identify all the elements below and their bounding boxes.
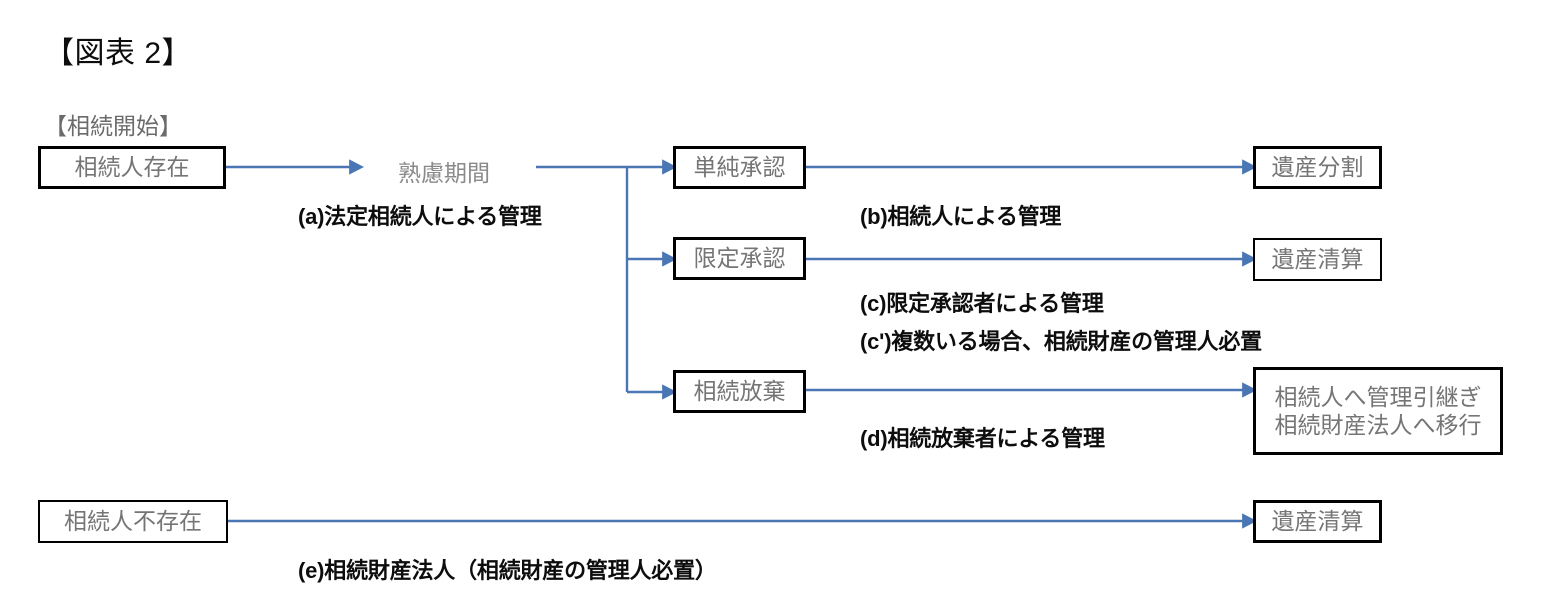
node-estate-division[interactable]: 遺産分割 xyxy=(1253,146,1382,189)
node-heir-exists[interactable]: 相続人存在 xyxy=(38,146,226,189)
caption-b: (b)相続人による管理 xyxy=(860,204,1062,229)
node-heir-exists-label: 相続人存在 xyxy=(74,154,190,181)
node-estate-liquidation-lower[interactable]: 遺産清算 xyxy=(1253,500,1382,543)
node-limited-acceptance[interactable]: 限定承認 xyxy=(673,237,806,280)
caption-d: (d)相続放棄者による管理 xyxy=(860,426,1105,451)
caption-a: (a)法定相続人による管理 xyxy=(298,204,542,229)
node-handover-line-1: 相続人へ管理引継ぎ xyxy=(1274,383,1482,410)
node-simple-acceptance[interactable]: 単純承認 xyxy=(673,146,806,189)
node-deliberation-period: 熟慮期間 xyxy=(398,160,490,186)
node-no-heir[interactable]: 相続人不存在 xyxy=(38,500,228,543)
node-renunciation[interactable]: 相続放棄 xyxy=(673,370,806,413)
page-title: 【図表 2】 xyxy=(44,37,193,70)
caption-c: (c)限定承認者による管理 xyxy=(860,291,1104,316)
caption-c-prime: (c')複数いる場合、相続財産の管理人必置 xyxy=(860,329,1262,354)
node-limited-acceptance-label: 限定承認 xyxy=(693,245,786,272)
node-handover-line-2: 相続財産法人へ移行 xyxy=(1274,412,1482,438)
node-estate-liquidation-lower-label: 遺産清算 xyxy=(1271,508,1364,535)
node-estate-liquidation-upper-label: 遺産清算 xyxy=(1271,246,1364,273)
node-no-heir-label: 相続人不存在 xyxy=(64,508,202,535)
node-estate-liquidation-upper[interactable]: 遺産清算 xyxy=(1253,238,1382,281)
node-estate-division-label: 遺産分割 xyxy=(1271,154,1364,181)
node-renunciation-label: 相続放棄 xyxy=(693,378,786,405)
section-label-inheritance-start: 【相続開始】 xyxy=(44,113,182,139)
node-handover-to-heir[interactable]: 相続人へ管理引継ぎ 相続財産法人へ移行 xyxy=(1253,367,1503,455)
node-simple-acceptance-label: 単純承認 xyxy=(693,154,786,181)
caption-e: (e)相続財産法人（相続財産の管理人必置） xyxy=(298,558,717,583)
